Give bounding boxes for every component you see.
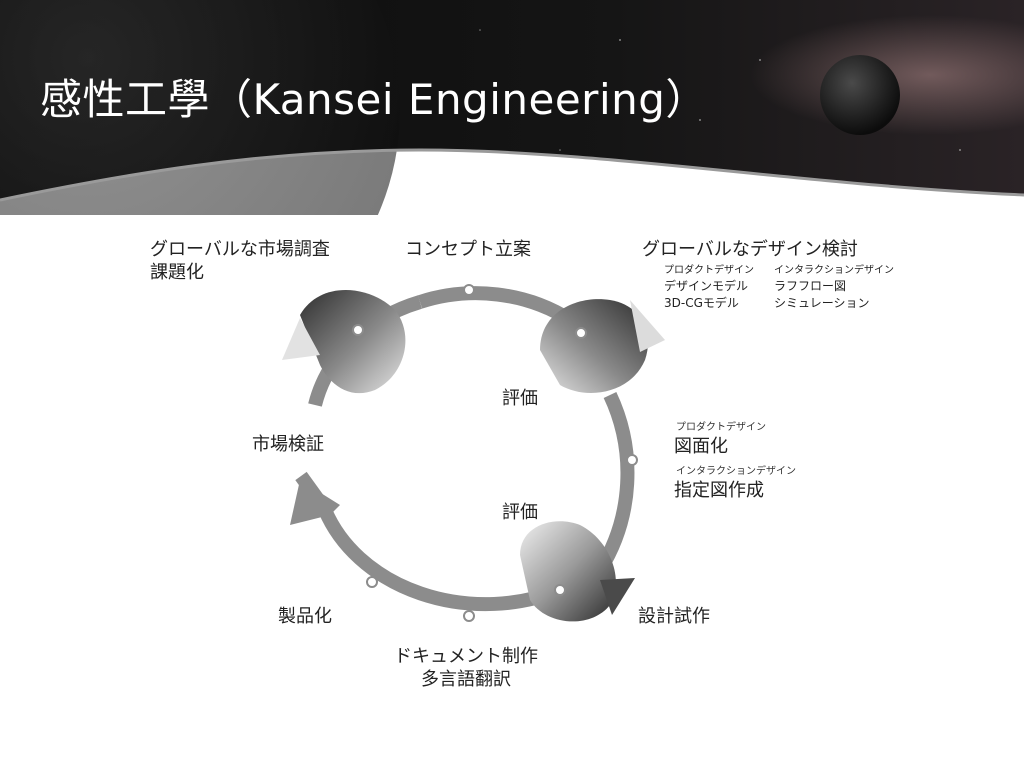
detail-design-model: デザインモデル bbox=[664, 279, 749, 293]
label-market-verification: 市場検証 bbox=[252, 434, 324, 455]
node-dot-prototype bbox=[554, 584, 566, 596]
label-documentation: ドキュメント制作 多言語翻訳 bbox=[394, 645, 538, 692]
detail-interaction-design: インタラクションデザイン bbox=[774, 265, 894, 276]
label-interaction-design-small: インタラクションデザイン bbox=[676, 466, 796, 477]
twist-arrow-top-right bbox=[540, 299, 665, 393]
node-dots bbox=[352, 284, 638, 622]
node-dot-concept bbox=[463, 284, 475, 296]
label-productization: 製品化 bbox=[278, 606, 332, 627]
label-product-design-small: プロダクトデザイン bbox=[676, 422, 766, 433]
label-concept: コンセプト立案 bbox=[405, 239, 531, 260]
label-global-research: グローバルな市場調査 課題化 bbox=[150, 238, 330, 285]
detail-simulation: シミュレーション bbox=[774, 295, 870, 310]
design-details-col1: プロダクトデザイン デザインモデル 3D-CGモデル bbox=[664, 264, 754, 312]
design-details-col2: インタラクションデザイン ラフフロー図 シミュレーション bbox=[774, 264, 894, 312]
header-banner: 感性工學（Kansei Engineering） bbox=[0, 0, 1024, 370]
node-dot-productization bbox=[366, 576, 378, 588]
label-spec-drawing: 指定図作成 bbox=[674, 480, 764, 501]
slide-title: 感性工學（Kansei Engineering） bbox=[40, 75, 708, 124]
twist-arrow-bottom-right bbox=[520, 521, 635, 622]
twist-arrow-top-left bbox=[282, 290, 406, 394]
detail-rough-flow: ラフフロー図 bbox=[774, 279, 847, 293]
node-dot-design bbox=[575, 327, 587, 339]
detail-3dcg-model: 3D-CGモデル bbox=[664, 295, 739, 310]
node-dot-drawing bbox=[626, 454, 638, 466]
label-global-design: グローバルなデザイン検討 bbox=[642, 239, 858, 260]
label-drawing: 図面化 bbox=[674, 436, 728, 457]
label-global-research-line2: 課題化 bbox=[150, 262, 204, 284]
label-evaluation-upper: 評価 bbox=[502, 388, 538, 409]
detail-product-design: プロダクトデザイン bbox=[664, 265, 754, 276]
label-prototype: 設計試作 bbox=[638, 606, 710, 627]
label-global-research-line1: グローバルな市場調査 bbox=[150, 239, 330, 260]
label-evaluation-lower: 評価 bbox=[502, 502, 538, 523]
node-dot-research bbox=[352, 324, 364, 336]
space-background bbox=[0, 0, 1024, 370]
node-dot-documentation bbox=[463, 610, 475, 622]
label-documentation-line1: ドキュメント制作 bbox=[394, 646, 538, 667]
label-documentation-line2: 多言語翻訳 bbox=[421, 669, 511, 691]
